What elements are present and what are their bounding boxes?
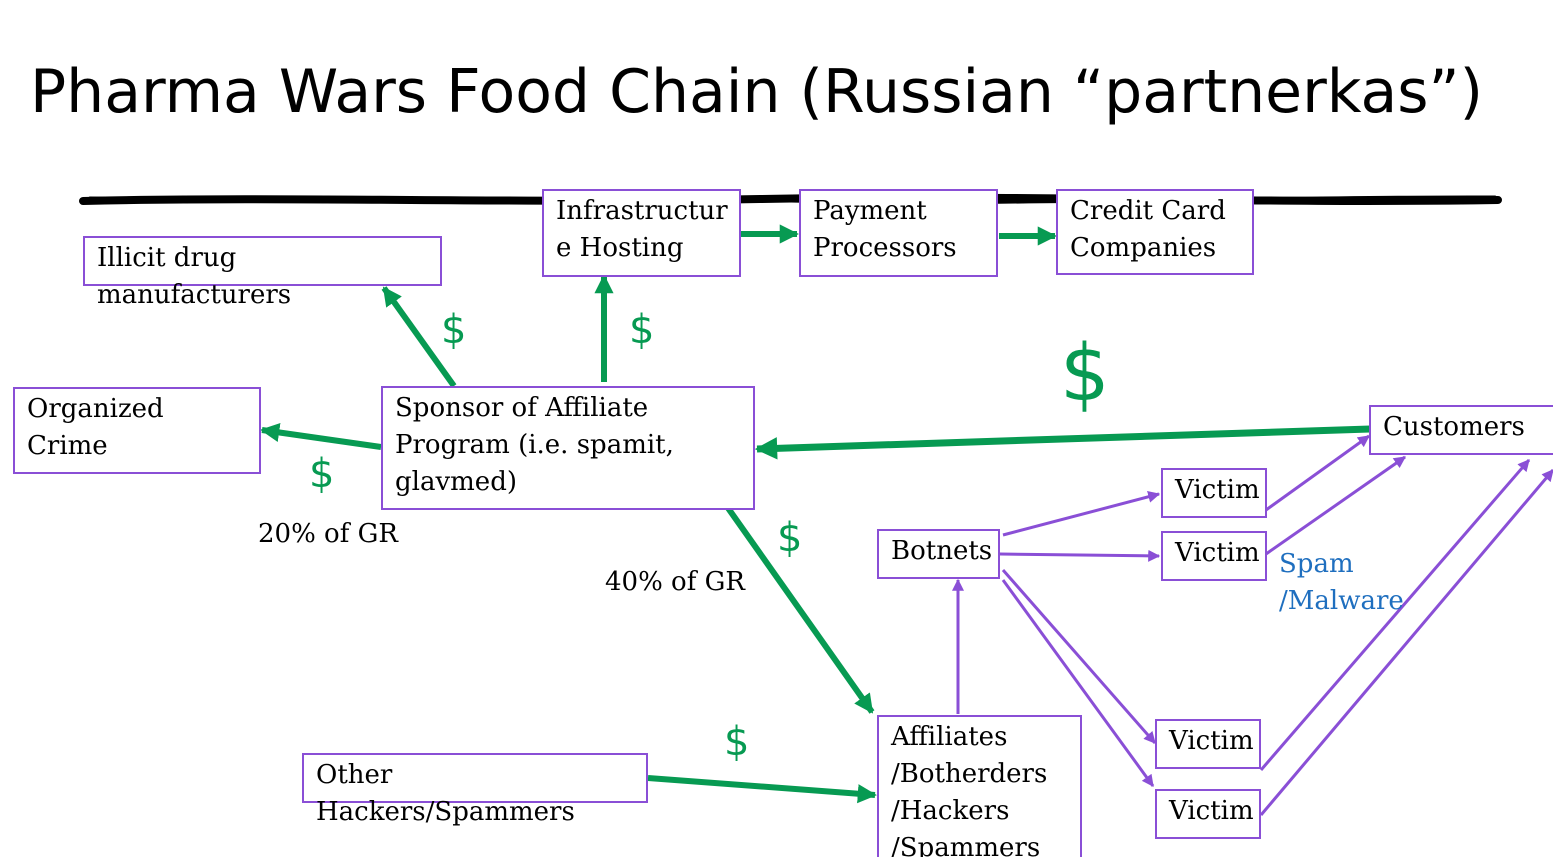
arrow-hackers-to-affiliates bbox=[647, 775, 877, 804]
arrow-botnets-to-victim2 bbox=[999, 549, 1161, 562]
dollar-label-drugs: $ bbox=[441, 307, 467, 353]
node-botnets: Botnets bbox=[877, 529, 1000, 579]
dollar-label-crime: $ bbox=[309, 451, 335, 497]
arrow-customers-to-sponsor bbox=[754, 425, 1371, 460]
arrow-victim1-to-customers bbox=[1265, 434, 1370, 512]
node-customers: Customers bbox=[1369, 405, 1553, 455]
arrow-botnets-to-victim4 bbox=[1001, 579, 1155, 787]
slide-title: Pharma Wars Food Chain (Russian “partner… bbox=[30, 57, 1483, 127]
node-organized-crime: Organized Crime bbox=[13, 387, 261, 474]
node-victim-1: Victim bbox=[1161, 468, 1267, 518]
label-20-percent-gr: 20% of GR bbox=[258, 519, 398, 549]
node-victim-4: Victim bbox=[1155, 789, 1261, 839]
arrow-victim2-to-customers bbox=[1265, 455, 1406, 556]
dollar-label-customers: $ bbox=[1060, 329, 1110, 419]
node-payment-processors: Payment Processors bbox=[799, 189, 998, 277]
arrow-botnets-to-victim3 bbox=[1001, 569, 1157, 744]
node-affiliates-botherders-hackers-spammers: Affiliates /Botherders /Hackers /Spammer… bbox=[877, 715, 1082, 857]
node-infrastructure-hosting: Infrastructur e Hosting bbox=[542, 189, 741, 277]
arrow-sponsor-to-affiliates bbox=[701, 472, 875, 714]
node-credit-card-companies: Credit Card Companies bbox=[1056, 189, 1254, 275]
node-sponsor-affiliate-program: Sponsor of Affiliate Program (i.e. spami… bbox=[381, 386, 755, 510]
node-victim-3: Victim bbox=[1155, 719, 1261, 769]
arrow-botnets-to-victim1 bbox=[1002, 490, 1161, 537]
arrow-victim4-to-customers bbox=[1259, 469, 1553, 816]
node-victim-2: Victim bbox=[1161, 531, 1267, 581]
dollar-label-affiliates: $ bbox=[777, 515, 803, 561]
dollar-label-hosting: $ bbox=[629, 307, 655, 353]
dollar-label-hackers: $ bbox=[724, 719, 750, 765]
label-40-percent-gr: 40% of GR bbox=[605, 567, 745, 597]
arrow-sponsor-to-drugs bbox=[381, 286, 457, 388]
node-illicit-drug-manufacturers: Illicit drug manufacturers bbox=[83, 236, 442, 310]
separator-line-trace bbox=[88, 195, 1497, 204]
arrow-sponsor-to-crime bbox=[260, 422, 382, 450]
label-spam-malware: Spam /Malware bbox=[1279, 549, 1404, 616]
node-other-hackers-spammers: Other Hackers/Spammers bbox=[302, 753, 648, 827]
arrow-victim3-to-customers bbox=[1259, 459, 1531, 771]
